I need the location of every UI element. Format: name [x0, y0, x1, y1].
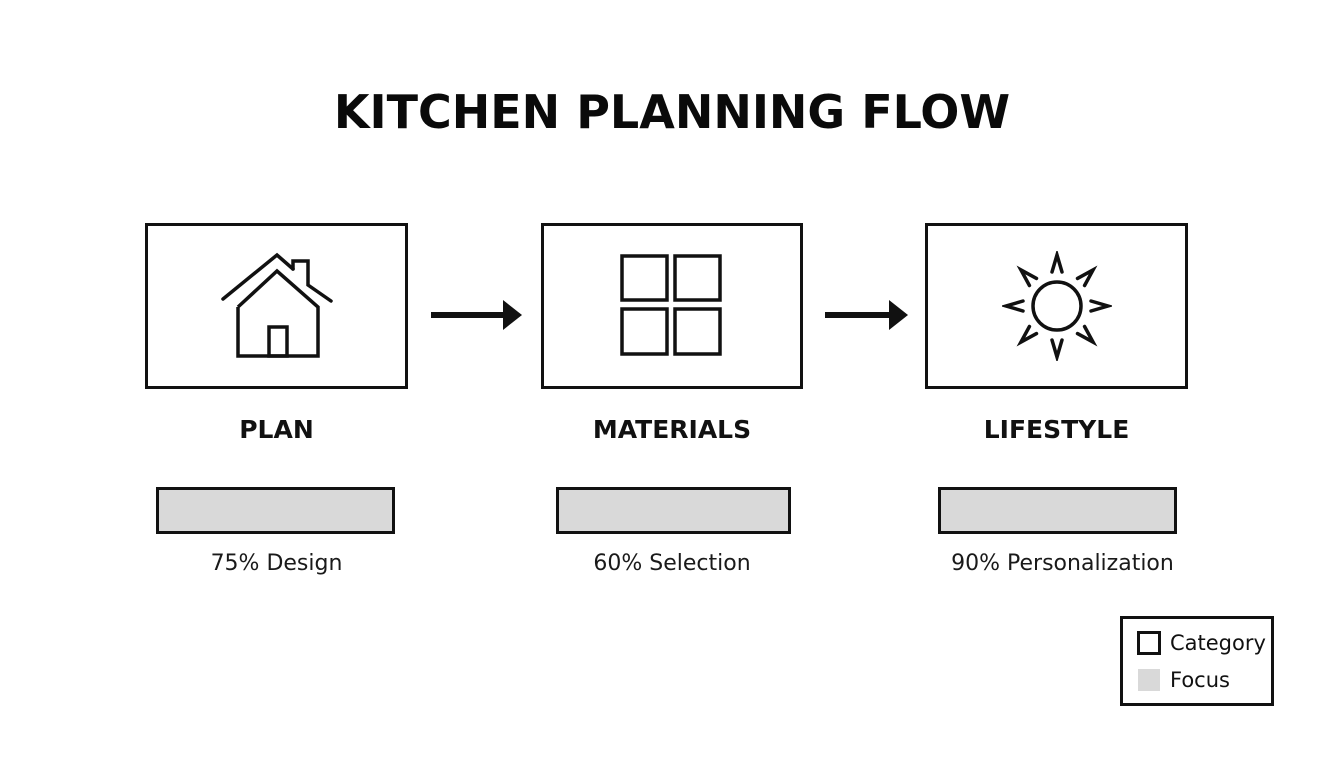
grid-tiles-icon — [620, 254, 722, 356]
gray-swatch-icon — [1138, 669, 1160, 691]
legend: Category Focus — [1120, 616, 1274, 706]
legend-item-focus: Focus — [1137, 668, 1230, 692]
sun-icon — [1001, 251, 1112, 361]
house-icon — [220, 252, 333, 358]
legend-item-category: Category — [1137, 631, 1266, 655]
arrow-right-icon — [825, 300, 908, 330]
stage-box-lifestyle — [925, 223, 1188, 389]
legend-label-category: Category — [1170, 631, 1266, 655]
stage-label-materials: MATERIALS — [592, 415, 752, 444]
stage-label-lifestyle: LIFESTYLE — [983, 415, 1130, 444]
focus-caption-materials: 60% Selection — [593, 551, 751, 576]
outlined-box-icon — [1137, 631, 1161, 655]
legend-label-focus: Focus — [1170, 668, 1230, 692]
stage-box-plan — [145, 223, 408, 389]
focus-caption-plan: 75% Design — [210, 551, 343, 576]
focus-bar-plan — [156, 487, 395, 534]
focus-bar-materials — [556, 487, 791, 534]
focus-bar-lifestyle — [938, 487, 1177, 534]
stage-box-materials — [541, 223, 803, 389]
stage-label-plan: PLAN — [239, 415, 314, 444]
diagram-title: KITCHEN PLANNING FLOW — [333, 85, 1011, 139]
arrow-right-icon — [431, 300, 522, 330]
focus-caption-lifestyle: 90% Personalization — [951, 551, 1174, 576]
